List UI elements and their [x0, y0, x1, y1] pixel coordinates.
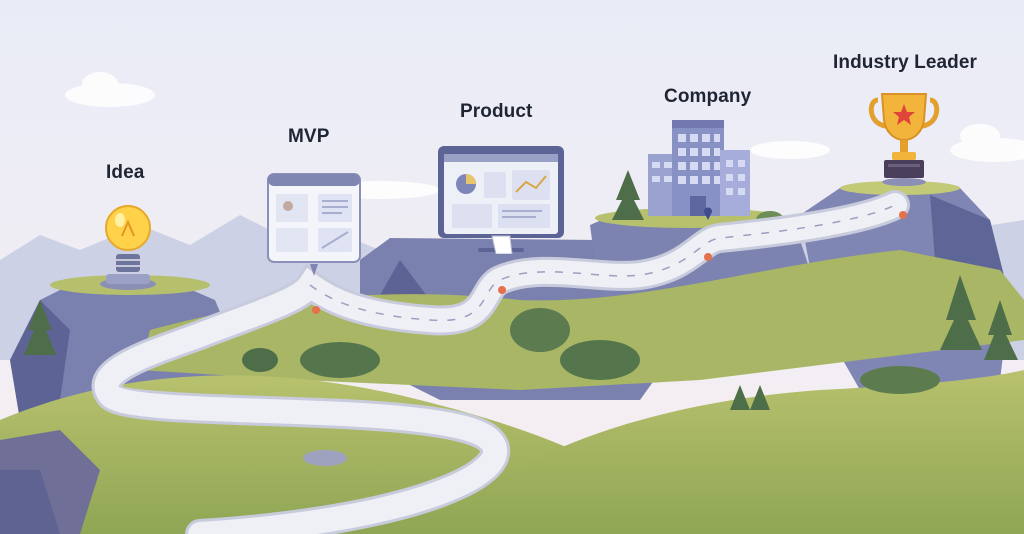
foreground-hill-right — [430, 370, 1024, 534]
road-markers — [312, 211, 907, 314]
milestone-label-idea: Idea — [106, 162, 145, 183]
office-building-icon — [648, 120, 750, 220]
trophy-icon — [868, 93, 940, 186]
milestone-label-product: Product — [460, 101, 533, 122]
dashboard-monitor-icon — [438, 146, 564, 254]
milestone-label-company: Company — [664, 86, 752, 107]
trees — [24, 170, 1018, 410]
lightbulb-icon — [100, 205, 156, 290]
milestone-label-industry-leader: Industry Leader — [833, 52, 978, 73]
wireframe-window-icon — [267, 173, 361, 276]
milestone-label-mvp: MVP — [288, 126, 330, 147]
